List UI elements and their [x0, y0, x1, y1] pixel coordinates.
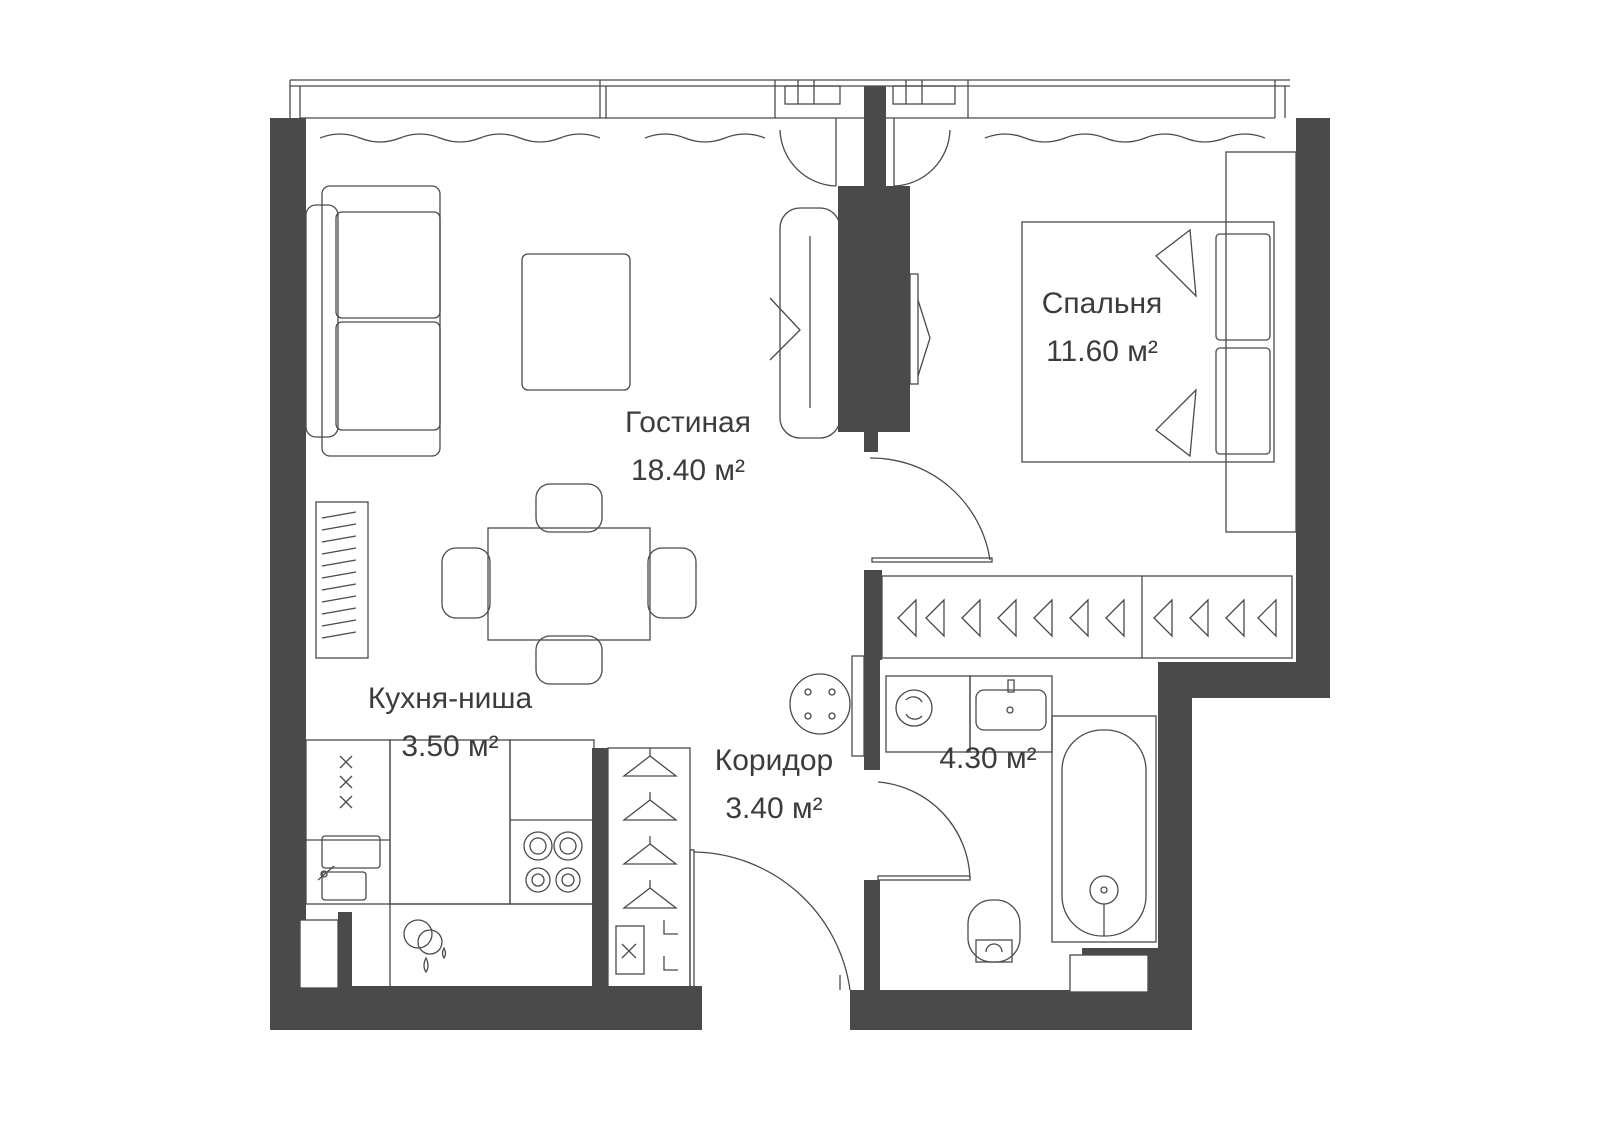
- sink-icon: [317, 835, 381, 901]
- bedroom-name: Спальня: [1042, 287, 1163, 320]
- kitchen-area: 3.50 м²: [401, 730, 498, 763]
- bedroom-built-in-wardrobe: [881, 575, 1293, 659]
- right-wall: [1158, 118, 1330, 1030]
- closet-wall: [592, 748, 608, 988]
- walls: [270, 86, 1330, 1030]
- balcony-doors: [779, 118, 951, 187]
- entry-door: [693, 851, 851, 991]
- radiator: [315, 501, 369, 659]
- bathroom-area: 4.30 м²: [939, 742, 1036, 775]
- dining-table: [441, 483, 697, 685]
- corridor-wall-upper: [864, 570, 882, 660]
- bath-block-inner: [1069, 954, 1149, 993]
- bottom-right-wall: [850, 990, 1192, 1030]
- hallway-closet: [607, 747, 691, 989]
- bathroom-wall: [864, 880, 880, 990]
- partition-stub: [864, 432, 878, 452]
- bathroom-door: [877, 781, 971, 881]
- corridor-name: Коридор: [715, 744, 833, 777]
- dish-rack-icon: [339, 755, 353, 809]
- left-wall: [270, 118, 306, 1030]
- kitchen-recess: [299, 919, 339, 989]
- tv-stand: [769, 207, 931, 439]
- bedroom-area: 11.60 м²: [1046, 335, 1158, 368]
- top-window-rail: [289, 79, 1290, 119]
- living-room-name: Гостиная: [625, 406, 751, 439]
- kitchen-name: Кухня-ниша: [368, 682, 533, 715]
- coffee-table: [521, 253, 631, 391]
- stove-icon: [523, 831, 583, 893]
- curtains: [319, 133, 1266, 143]
- corridor-wall-lower: [864, 660, 880, 770]
- washing-machine-icon: [885, 675, 971, 753]
- corridor-pouf: [789, 655, 865, 757]
- living-room-area: 18.40 м²: [631, 454, 745, 487]
- kitchen-counter: [305, 739, 595, 989]
- living-door: [869, 457, 993, 563]
- bathtub-icon: [1051, 715, 1157, 943]
- central-pillar: [864, 86, 886, 186]
- kitchen-block: [338, 912, 352, 988]
- sofa: [305, 185, 441, 457]
- partition-wall: [838, 186, 910, 432]
- toilet-icon: [967, 899, 1021, 963]
- bed: [1021, 221, 1275, 463]
- bottom-left-wall: [270, 986, 702, 1030]
- bathroom-sink-icon: [969, 675, 1053, 753]
- dishwasher-icon: [403, 919, 447, 974]
- bedroom-wardrobe: [1225, 151, 1297, 533]
- corridor-area: 3.40 м²: [725, 792, 822, 825]
